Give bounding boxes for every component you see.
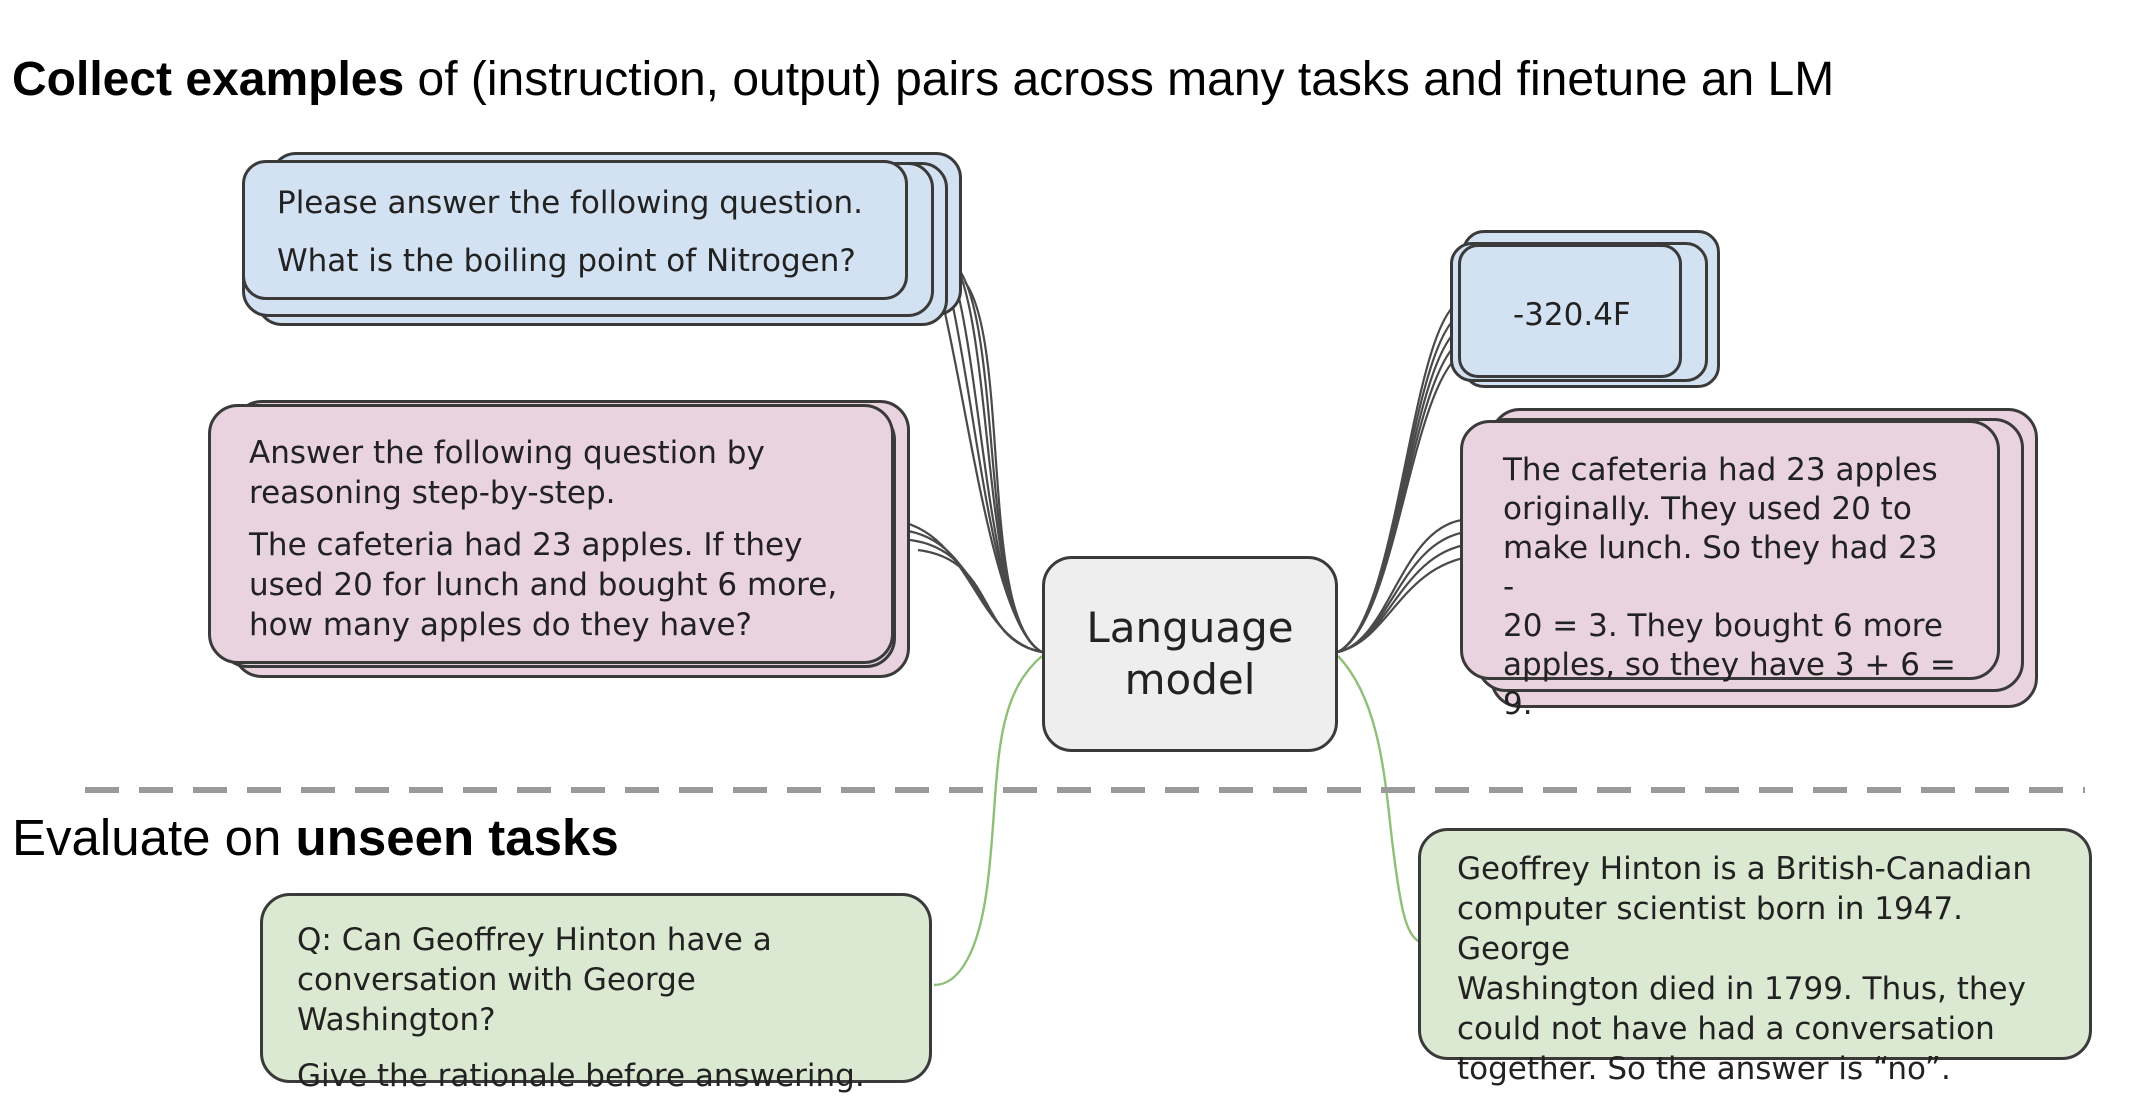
connector-curve <box>909 538 1043 654</box>
connector-curve <box>1337 334 1469 653</box>
card-line: -320.4F <box>1513 297 1631 333</box>
eval-output-card: Geoffrey Hinton is a British-Canadian co… <box>1418 828 2092 1087</box>
eval-output-connector <box>1337 655 1421 944</box>
card-line: What is the boiling point of Nitrogen? <box>277 243 856 279</box>
connector-curve <box>1337 518 1463 654</box>
output-card-cot: The cafeteria had 23 apples originally. … <box>1460 420 2000 722</box>
card-line: how many apples do they have? <box>249 607 752 643</box>
card-line: used 20 for lunch and bought 6 more, <box>249 567 838 603</box>
card-line: Washington died in 1799. Thus, they <box>1457 971 2026 1007</box>
output-card-answer: -320.4F <box>1458 244 1682 378</box>
card-line: The cafeteria had 23 apples <box>1503 452 1938 488</box>
card-line: Q: Can Geoffrey Hinton have a <box>297 922 772 958</box>
eval-heading-bold: unseen tasks <box>295 809 619 866</box>
connector-curve <box>1337 346 1471 653</box>
card-line: conversation with George Washington? <box>297 962 696 1038</box>
eval-heading-plain: Evaluate on <box>12 809 296 866</box>
card-line: reasoning step-by-step. <box>249 475 616 511</box>
eval-input-connector <box>933 655 1043 987</box>
eval-input-card: Q: Can Geoffrey Hinton have a conversati… <box>260 893 932 1094</box>
connector-curve <box>917 548 1043 654</box>
connector-curve <box>1337 542 1471 654</box>
language-model-box: Language model <box>1042 556 1338 752</box>
card-line: Answer the following question by <box>249 435 765 471</box>
train-heading-rest: of (instruction, output) pairs across ma… <box>404 53 1835 106</box>
card-line: The cafeteria had 23 apples. If they <box>249 527 803 563</box>
card-line: Please answer the following question. <box>277 185 864 221</box>
card-line: make lunch. So they had 23 - <box>1503 530 1938 605</box>
card-line: 20 = 3. They bought 6 more <box>1503 608 1943 644</box>
train-heading-bold: Collect examples <box>12 53 405 106</box>
card-line: apples, so they have 3 + 6 = 9. <box>1503 647 1956 722</box>
instruction-card-cot: Answer the following question by reasoni… <box>208 404 894 664</box>
connector-curve <box>891 518 1043 654</box>
card-line: Geoffrey Hinton is a British-Canadian <box>1457 851 2033 887</box>
model-label-line1: Language <box>1086 603 1294 652</box>
instruction-card-qa: Please answer the following question. Wh… <box>242 160 908 300</box>
connector-curve <box>901 528 1043 654</box>
connector-curve <box>1337 298 1463 653</box>
train-heading: Collect examples of (instruction, output… <box>12 52 1834 107</box>
connector-curve <box>957 267 1043 653</box>
card-line: originally. They used 20 to <box>1503 491 1912 527</box>
card-line: could not have had a conversation <box>1457 1011 1995 1047</box>
eval-heading: Evaluate on unseen tasks <box>12 808 619 867</box>
model-label-line2: model <box>1124 655 1256 704</box>
card-line: computer scientist born in 1947. George <box>1457 891 1964 967</box>
card-line: together. So the answer is “no”. <box>1457 1051 1951 1087</box>
card-line: Give the rationale before answering. <box>297 1058 865 1094</box>
